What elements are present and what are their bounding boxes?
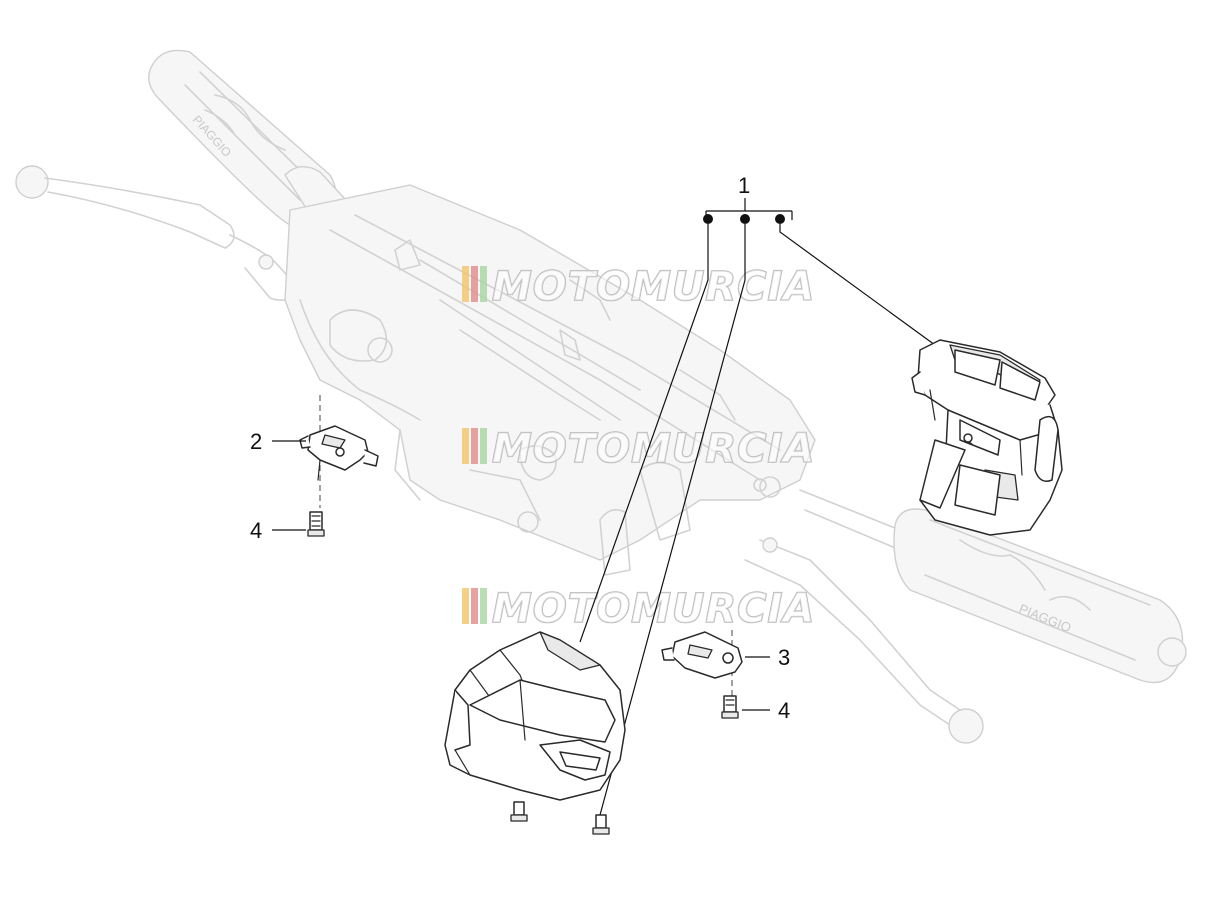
right-brake-lever-ghost [744, 537, 984, 744]
callout-1-label: 1 [738, 173, 750, 198]
watermark-text: MOTOMURCIA [492, 426, 815, 472]
watermark-middle: MOTOMURCIA [462, 425, 815, 473]
screw-right [721, 695, 739, 719]
watermark-text: MOTOMURCIA [492, 586, 815, 632]
screw-left [307, 511, 325, 537]
cover-screw-left [510, 801, 528, 822]
watermark-stripe [471, 428, 478, 464]
watermark-text: MOTOMURCIA [492, 264, 815, 310]
handlebar-ghost: PIAGGIO [15, 49, 1187, 744]
lower-switch-cover [444, 631, 626, 835]
callout-4-right-label: 4 [778, 698, 790, 723]
left-brake-lever-ghost [15, 165, 301, 301]
brake-switch-right: 3 4 [661, 630, 790, 723]
callout-1-dot [740, 214, 750, 224]
callout-4-left-label: 4 [250, 518, 262, 543]
watermark-stripe [480, 588, 487, 624]
watermark-stripe [462, 428, 469, 464]
right-switch-housing [911, 339, 1063, 536]
watermark-stripe [471, 266, 478, 302]
watermark-stripe [462, 266, 469, 302]
handlebar-body-ghost [284, 184, 816, 576]
watermark-top: MOTOMURCIA [462, 263, 815, 311]
watermark-stripe [471, 588, 478, 624]
callout-3-label: 3 [778, 645, 790, 670]
right-grip-ghost: PIAGGIO [799, 489, 1187, 684]
watermark-stripe [480, 428, 487, 464]
watermark-bottom: MOTOMURCIA [462, 585, 815, 633]
callout-1-dot [775, 214, 785, 224]
brake-switch-left: 2 4 [250, 395, 379, 543]
callout-1-dot [703, 214, 713, 224]
callout-1-group: 1 [579, 173, 936, 816]
cover-screw-right [592, 814, 610, 835]
callout-2-label: 2 [250, 429, 262, 454]
watermark-stripe [480, 266, 487, 302]
watermark-stripe [462, 588, 469, 624]
